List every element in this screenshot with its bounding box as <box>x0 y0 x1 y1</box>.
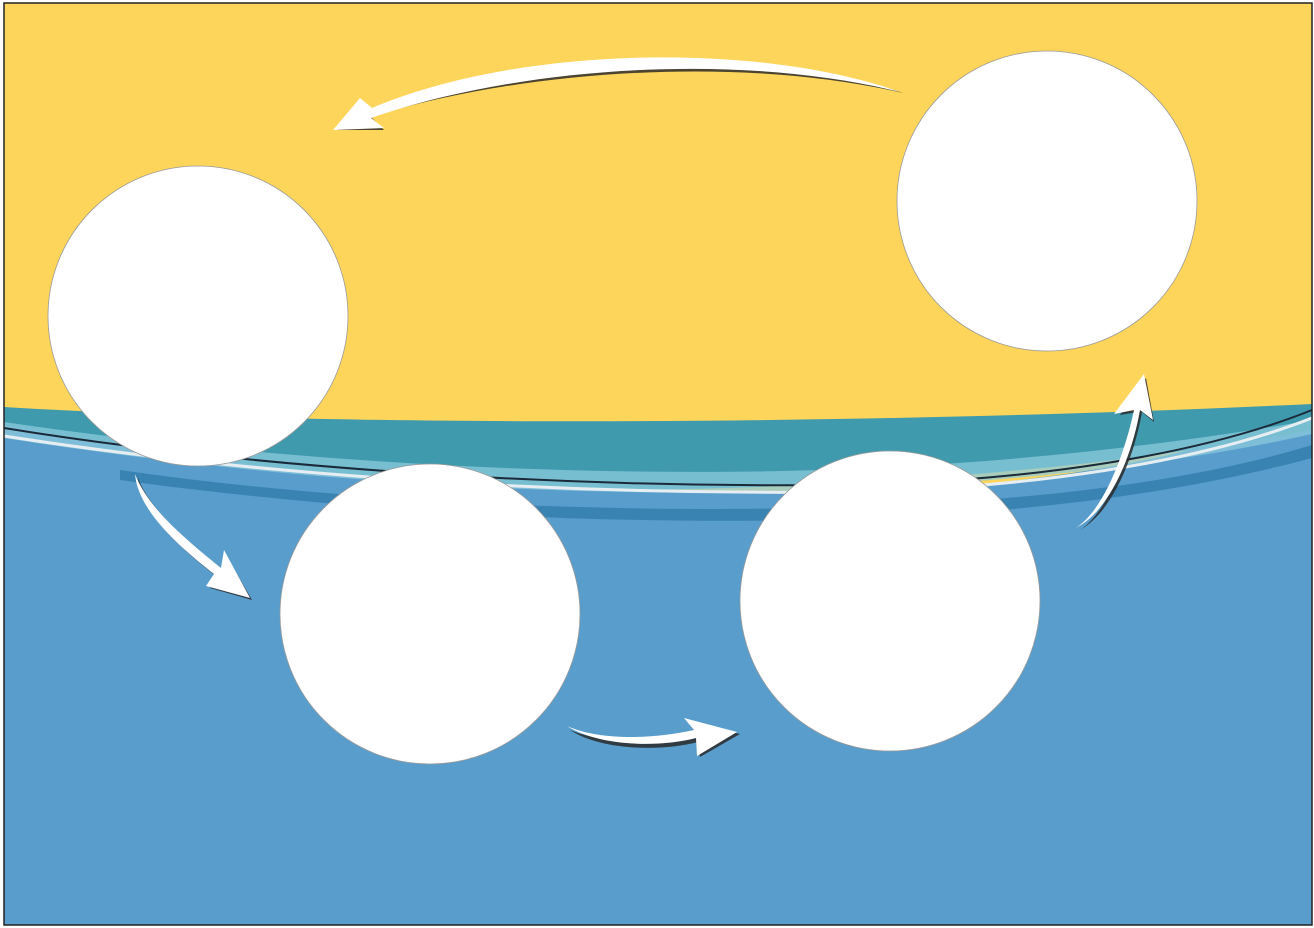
node-2 <box>280 464 580 764</box>
node-3 <box>740 451 1040 751</box>
node-5 <box>897 51 1197 351</box>
node-1 <box>48 166 348 466</box>
